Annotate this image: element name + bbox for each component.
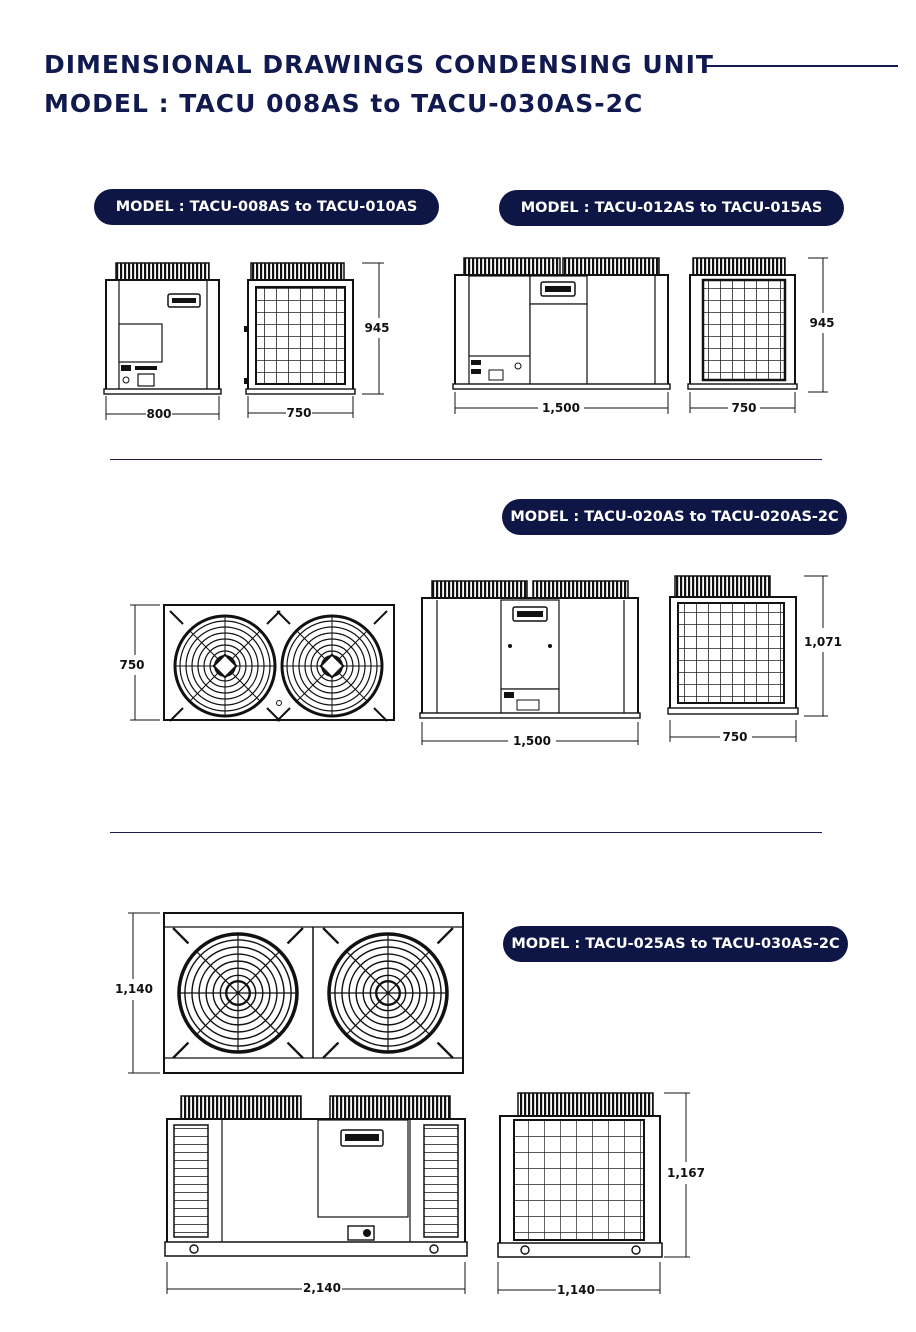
unit-020-top-view [163,604,395,723]
unit-025-front-view [164,1095,468,1257]
dimension-lines-025 [128,912,690,1294]
dim-025-height: 1,167 [667,1166,705,1180]
dim-020-top-depth: 750 [119,658,144,672]
unit-020-front-view [419,580,641,719]
dim-012-side-width: 750 [731,401,756,415]
dim-012-front-width: 1,500 [542,401,580,415]
model-badge-025-030: MODEL : TACU-025AS to TACU-030AS-2C [503,926,848,962]
dim-020-front-width: 1,500 [513,734,551,748]
unit-008-front-view [103,262,222,395]
title-rule [706,65,898,67]
dim-012-height: 945 [809,316,834,330]
model-badge-012-015: MODEL : TACU-012AS to TACU-015AS [499,190,844,226]
dim-020-height: 1,071 [804,635,842,649]
dim-020-side-width: 750 [722,730,747,744]
unit-025-top-view [163,912,464,1074]
dim-008-side-width: 750 [286,406,311,420]
dimension-lines-012 [454,257,828,414]
dimension-lines-020 [130,575,828,745]
unit-020-side-view [667,575,799,715]
dim-008-front-width: 800 [146,407,171,421]
page-title-line2: MODEL : TACU 008AS to TACU-030AS-2C [44,89,644,118]
section-separator-2 [110,832,822,833]
unit-008-side-view [244,262,356,395]
dimension-lines-008 [105,262,384,420]
section-separator-1 [110,459,822,460]
unit-012-front-view [452,257,671,390]
dim-025-top-depth: 1,140 [115,982,153,996]
unit-012-side-view [687,257,798,390]
dim-025-side-width: 1,140 [557,1283,595,1297]
model-badge-008-010: MODEL : TACU-008AS to TACU-010AS [94,189,439,225]
unit-025-side-view [497,1092,663,1258]
dim-025-front-width: 2,140 [303,1281,341,1295]
model-badge-020: MODEL : TACU-020AS to TACU-020AS-2C [502,499,847,535]
page-title-line1: DIMENSIONAL DRAWINGS CONDENSING UNIT [44,50,714,79]
dim-008-height: 945 [364,321,389,335]
